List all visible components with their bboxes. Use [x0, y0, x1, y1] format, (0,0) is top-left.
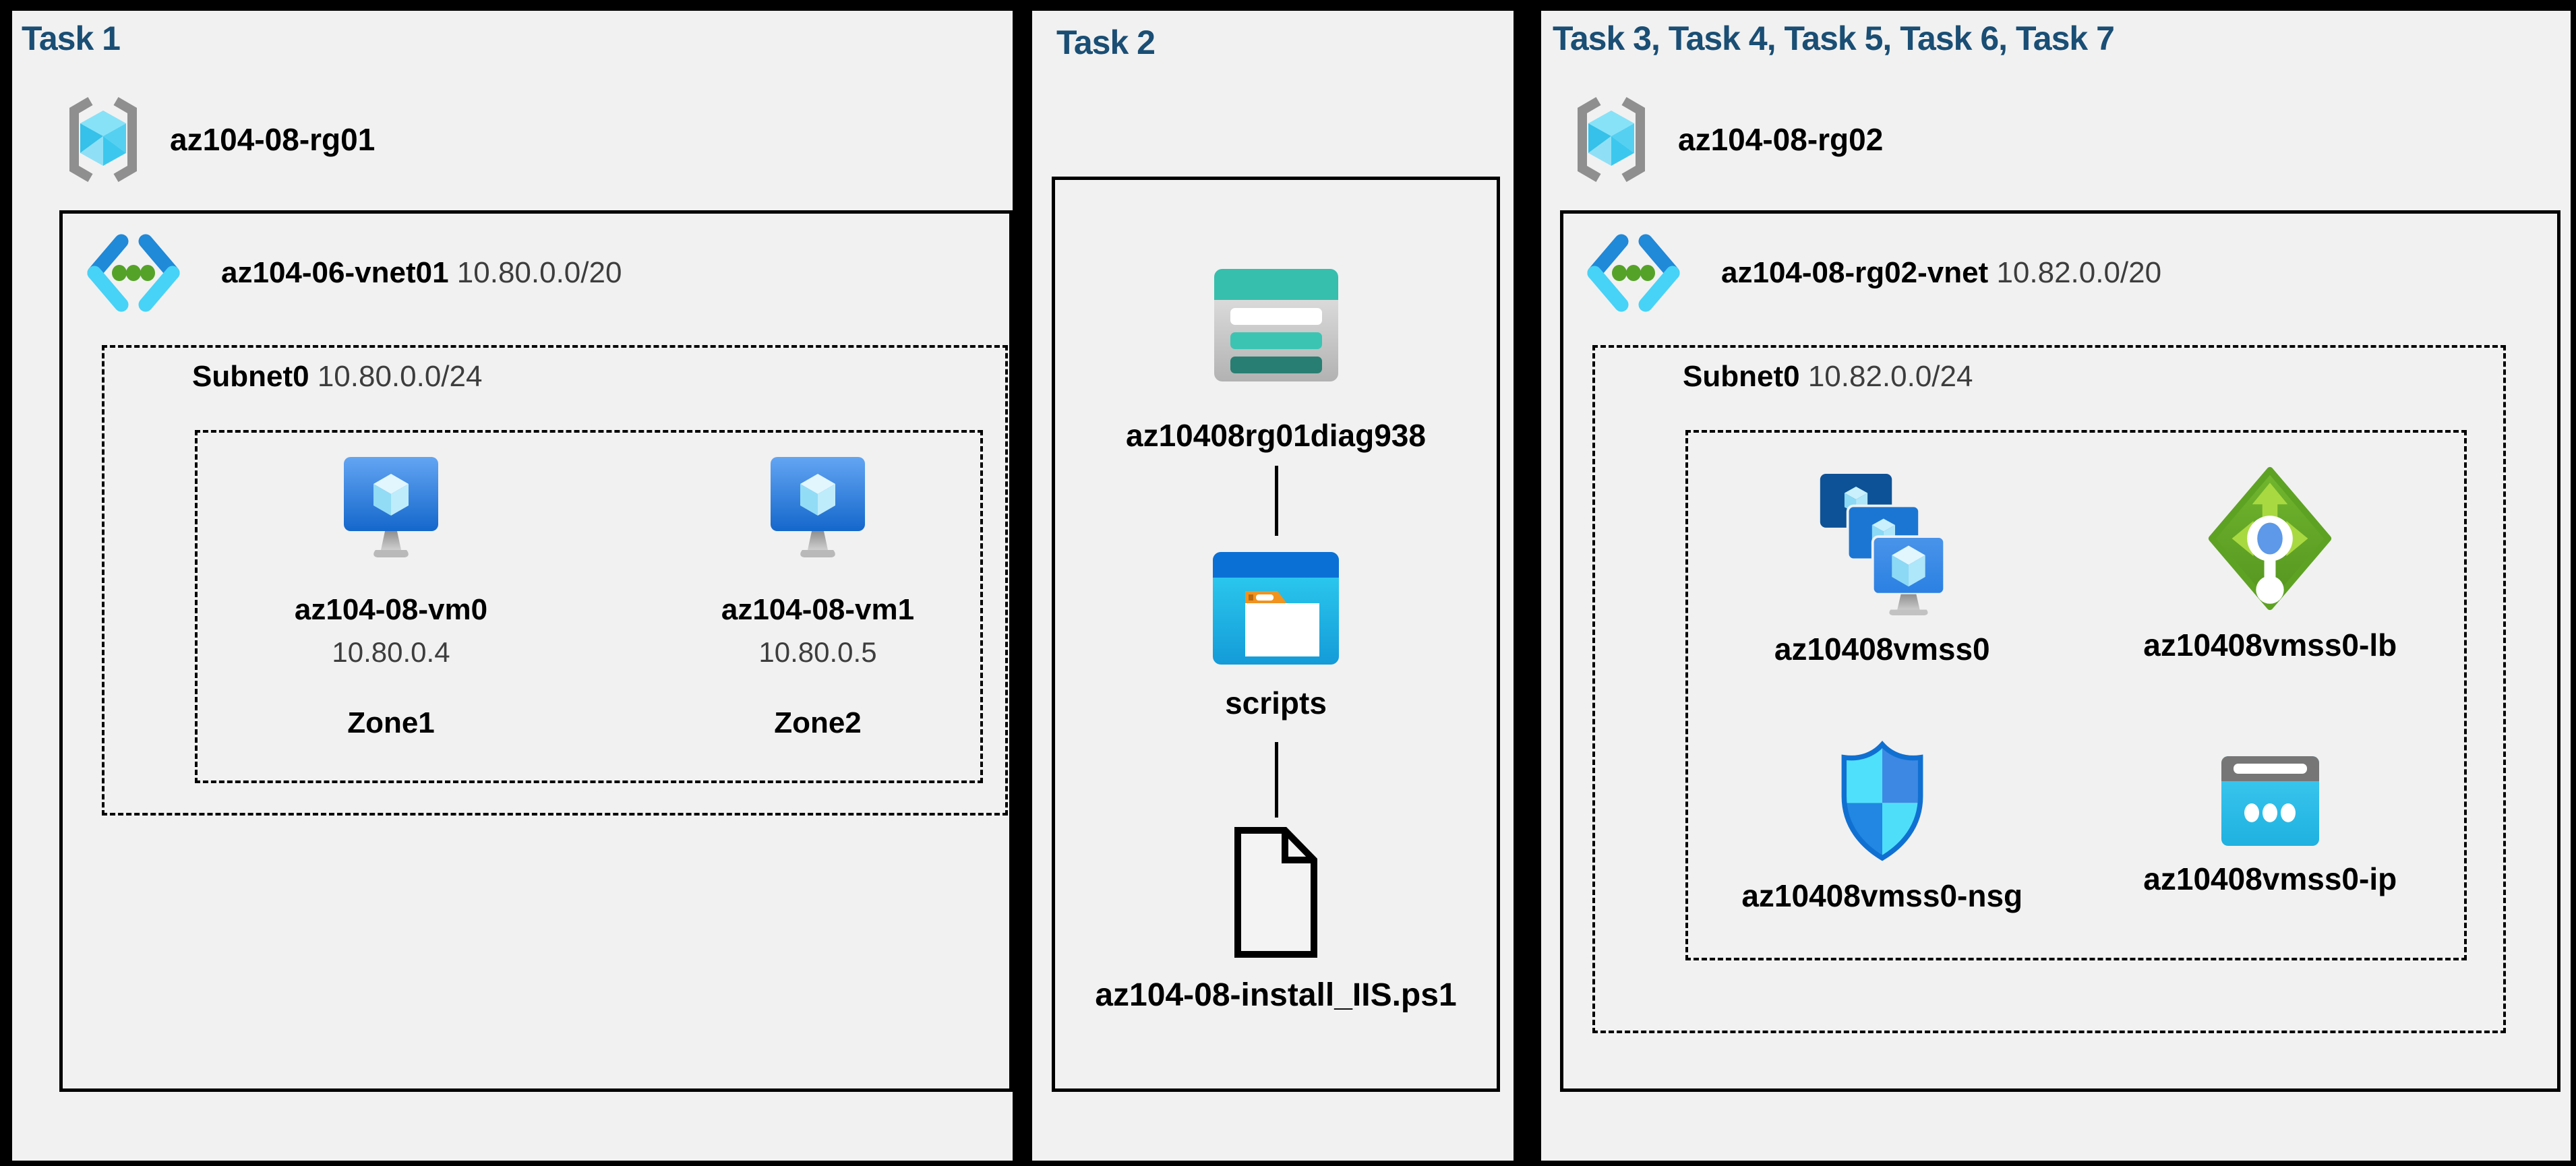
subnet-label: Subnet0 10.82.0.0/24 — [1683, 360, 1973, 393]
task2-panel: Task 2 az10408rg01diag938 — [1032, 11, 1514, 1161]
vm-ip: 10.80.0.4 — [332, 636, 450, 668]
vm-item: az104-08-vm0 10.80.0.4 Zone1 — [276, 456, 506, 740]
resource-name: az10408vmss0 — [1774, 631, 1990, 667]
task3-panel: Task 3, Task 4, Task 5, Task 6, Task 7 a… — [1541, 11, 2571, 1161]
resource-name: az10408vmss0-lb — [2143, 627, 2397, 663]
vm-zone: Zone1 — [347, 706, 435, 739]
network-security-group-icon — [1832, 739, 1933, 863]
vm-ip: 10.80.0.5 — [758, 636, 877, 668]
vmss-item: az10408vmss0 — [1688, 433, 2076, 696]
task1-panel: Task 1 az104-08-rg01 — [12, 11, 1013, 1161]
connector-line — [1274, 742, 1278, 818]
resource-group-name: az104-08-rg02 — [1678, 122, 1884, 157]
resource-group-name: az104-08-rg01 — [170, 122, 376, 157]
load-balancer-icon — [2207, 465, 2333, 612]
script-file-name: az104-08-install_IIS.ps1 — [1095, 977, 1457, 1013]
vnet-label: az104-08-rg02-vnet 10.82.0.0/20 — [1721, 256, 2162, 289]
task3-resource-box: az10408vmss0 — [1685, 430, 2467, 960]
resource-name: az10408vmss0-nsg — [1741, 878, 2023, 914]
vm-name: az104-08-vm0 — [294, 593, 488, 626]
vnet-label: az104-06-vnet01 10.80.0.0/20 — [221, 256, 622, 289]
task2-storage-box: az10408rg01diag938 scripts — [1052, 177, 1500, 1092]
virtual-network-icon — [1581, 232, 1686, 314]
task1-zone-box: az104-08-vm0 10.80.0.4 Zone1 — [195, 430, 983, 783]
task1-vnet: az104-06-vnet01 10.80.0.0/20 — [81, 232, 622, 314]
folder-icon — [1055, 552, 1497, 665]
task3-subnet-box: Subnet0 10.82.0.0/24 — [1592, 345, 2506, 1033]
resource-name: az10408vmss0-ip — [2143, 861, 2397, 896]
storage-account-icon — [1055, 269, 1497, 381]
virtual-machine-icon — [342, 456, 440, 562]
public-ip-item: az10408vmss0-ip — [2076, 696, 2465, 958]
virtual-network-icon — [81, 232, 186, 314]
task2-title: Task 2 — [1056, 24, 1156, 61]
task3-vnet-box: az104-08-rg02-vnet 10.82.0.0/20 Subnet0 … — [1560, 210, 2560, 1092]
task1-resource-group: az104-08-rg01 — [61, 96, 375, 183]
virtual-machine-icon — [769, 456, 867, 562]
vm-item: az104-08-vm1 10.80.0.5 Zone2 — [703, 456, 932, 740]
task1-title: Task 1 — [22, 20, 121, 57]
task3-resource-group: az104-08-rg02 — [1569, 96, 1883, 183]
folder-name: scripts — [1225, 685, 1327, 720]
load-balancer-item: az10408vmss0-lb — [2076, 433, 2465, 696]
task3-vnet: az104-08-rg02-vnet 10.82.0.0/20 — [1581, 232, 2161, 314]
connector-line — [1274, 466, 1278, 536]
public-ip-icon — [2221, 756, 2319, 846]
resource-group-icon — [61, 96, 146, 183]
task3-title: Task 3, Task 4, Task 5, Task 6, Task 7 — [1553, 20, 2115, 57]
resource-group-icon — [1569, 96, 1654, 183]
task1-vnet-box: az104-06-vnet01 10.80.0.0/20 Subnet0 10.… — [59, 210, 1013, 1092]
script-file-icon — [1055, 826, 1497, 958]
nsg-item: az10408vmss0-nsg — [1688, 696, 2076, 958]
subnet-label: Subnet0 10.80.0.0/24 — [192, 360, 483, 393]
storage-account-name: az10408rg01diag938 — [1126, 418, 1426, 453]
vm-name: az104-08-vm1 — [721, 593, 915, 626]
vm-scale-set-icon — [1816, 461, 1949, 616]
vm-zone: Zone2 — [774, 706, 862, 739]
task1-subnet-box: Subnet0 10.80.0.0/24 — [102, 345, 1008, 816]
